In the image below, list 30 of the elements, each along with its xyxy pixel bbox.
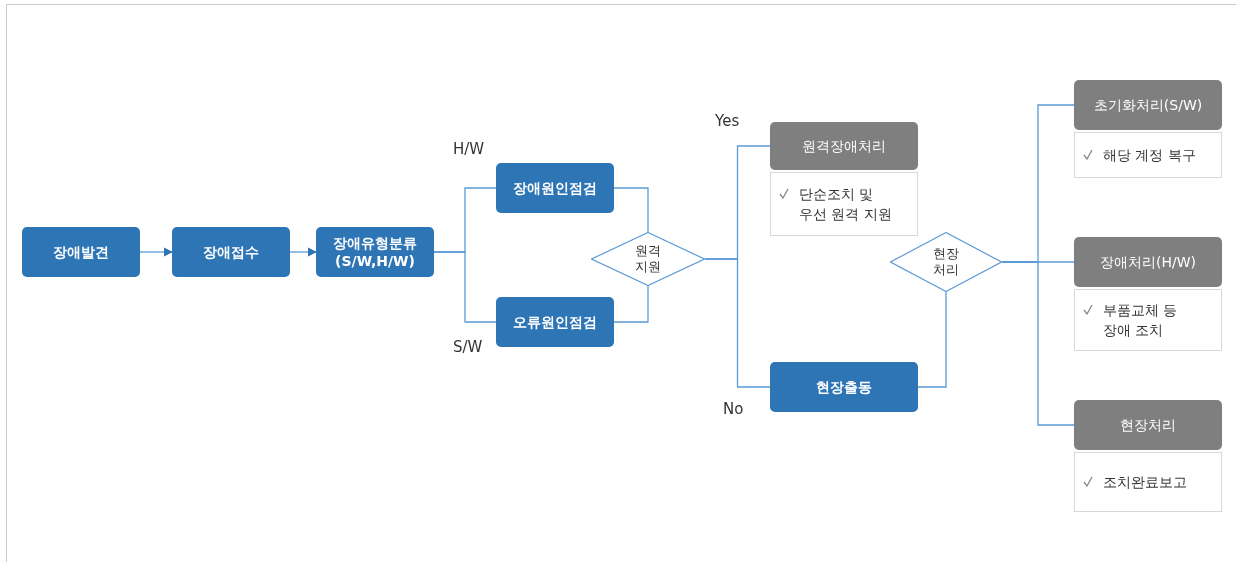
- connector-line: [433, 251, 497, 323]
- note-box: [770, 172, 918, 236]
- edge-label: S/W: [452, 338, 484, 356]
- process-box: 오류원인점검: [496, 297, 614, 347]
- process-box: 현장출동: [770, 362, 918, 412]
- header-box: 현장처리: [1074, 400, 1222, 450]
- edge-label: H/W: [452, 140, 486, 158]
- decision-label: 현장 처리: [932, 246, 960, 278]
- note-text: 부품교체 등 장애 조치: [1103, 301, 1179, 340]
- connector-line: [917, 291, 947, 388]
- connector-line: [1001, 261, 1075, 426]
- note-box: [1074, 132, 1222, 178]
- note-text: 단순조치 및 우선 원격 지원: [799, 185, 893, 224]
- connector-line: [613, 187, 649, 233]
- note-box: [1074, 452, 1222, 512]
- process-box: 장애원인점검: [496, 163, 614, 213]
- arrow: [139, 247, 173, 257]
- header-box: 장애처리(H/W): [1074, 237, 1222, 287]
- header-box: 초기화처리(S/W): [1074, 80, 1222, 130]
- arrow: [289, 247, 317, 257]
- process-box: 장애접수: [172, 227, 290, 277]
- note-text: 조치완료보고: [1103, 473, 1187, 492]
- connector-line: [613, 285, 649, 323]
- note-box: [1074, 289, 1222, 351]
- note-text: 해당 계정 복구: [1103, 146, 1196, 165]
- decision-label: 원격 지원: [634, 243, 662, 275]
- header-box: 원격장애처리: [770, 122, 918, 170]
- connector-line: [704, 258, 771, 388]
- process-box: 장애발견: [22, 227, 140, 277]
- process-box: 장애유형분류 (S/W,H/W): [316, 227, 434, 277]
